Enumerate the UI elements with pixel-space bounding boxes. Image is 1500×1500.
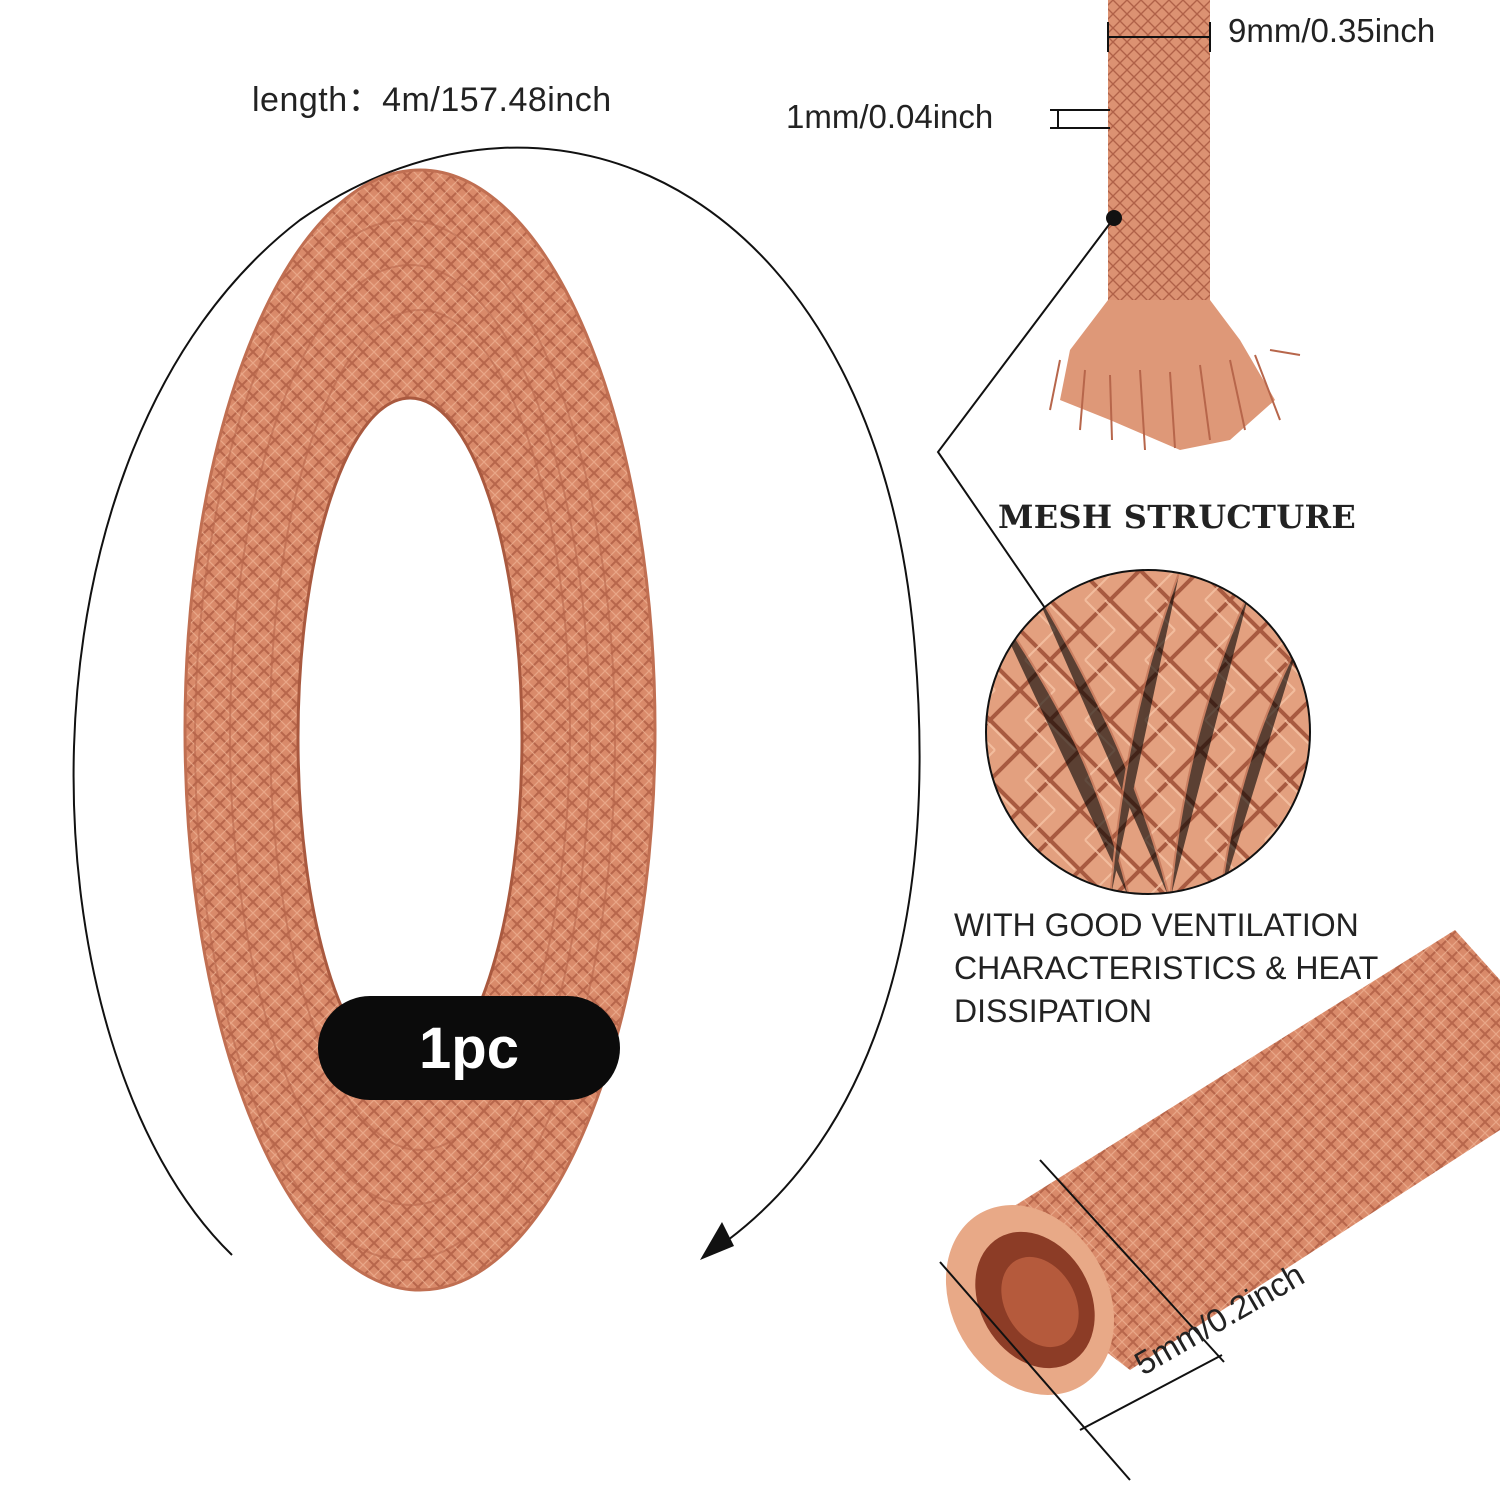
thickness-dimension: [1050, 109, 1110, 129]
quantity-text: 1pc: [419, 1015, 519, 1081]
pointer-line: [936, 217, 1115, 663]
length-label: length：4m/157.48inch: [252, 81, 612, 119]
ventilation-description: WITH GOOD VENTILATION CHARACTERISTICS & …: [954, 907, 1379, 1029]
braid-tube-bottom: [945, 930, 1500, 1395]
width-dimension: [1107, 22, 1211, 52]
diameter-dimension: [939, 1159, 1225, 1481]
width-label: 9mm/0.35inch: [1228, 12, 1436, 49]
arrow-head-icon: [700, 1222, 734, 1260]
braid-strip-top: [1049, 0, 1301, 451]
thickness-label: 1mm/0.04inch: [786, 98, 994, 135]
length-outline-arc: [72, 146, 921, 1256]
quantity-badge: 1pc: [318, 996, 620, 1100]
mesh-structure-title: MESH STRUCTURE: [998, 498, 1357, 536]
mesh-closeup-circle: [985, 569, 1311, 895]
copper-coil: [183, 168, 657, 1292]
